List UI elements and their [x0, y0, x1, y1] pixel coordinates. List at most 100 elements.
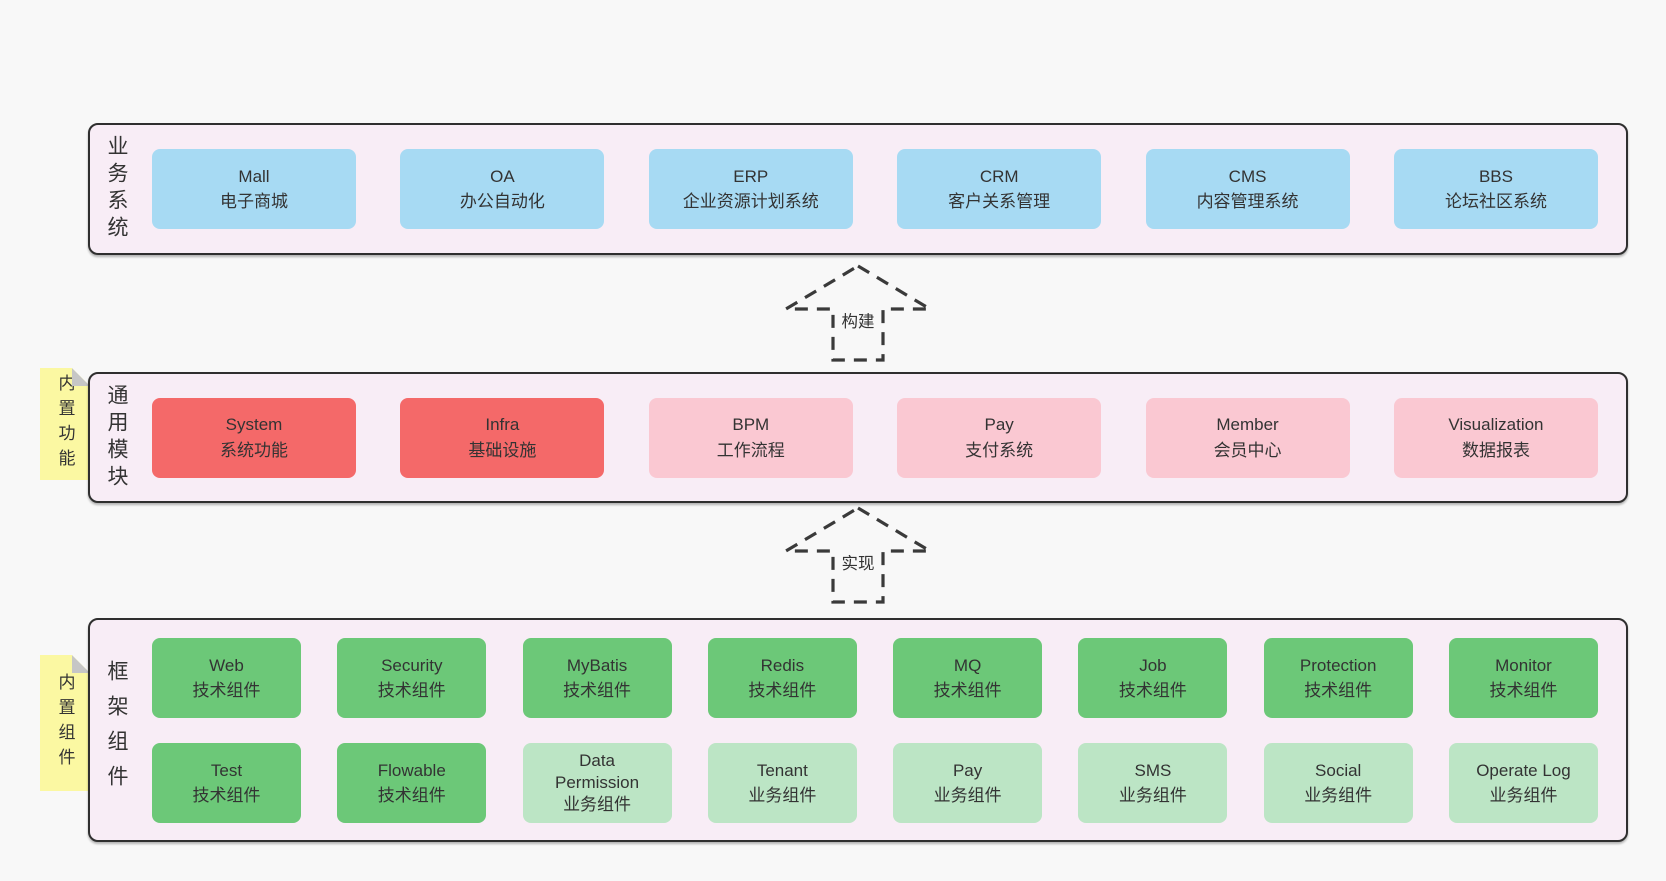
band-modules-label: 通用模块: [105, 383, 128, 492]
box-security: Security 技术组件: [337, 638, 487, 718]
box-title: BBS: [1478, 166, 1513, 186]
box-pay: Pay 支付系统: [897, 397, 1102, 478]
box-title: Visualization: [1448, 415, 1544, 434]
box-mall: Mall 电子商城: [152, 149, 356, 229]
box-bbs: BBS 论坛社区系统: [1393, 149, 1598, 229]
box-subtitle: 业务组件: [1489, 786, 1558, 805]
box-title: CRM: [979, 166, 1019, 186]
box-subtitle: 技术组件: [1118, 681, 1187, 700]
box-subtitle: 技术组件: [563, 681, 632, 700]
box-title: Redis: [760, 655, 805, 675]
box-title: SMS: [1134, 760, 1172, 780]
band-common-modules: 通用模块 System 系统功能 Infra 基础设施 BPM 工作流程 Pay…: [88, 372, 1628, 503]
box-erp: ERP 企业资源计划系统: [648, 149, 853, 229]
box-oa: OA 办公自动化: [400, 149, 605, 229]
sticky-note-built-in-features: 内置功能: [40, 368, 90, 480]
box-tenant: Tenant 业务组件: [707, 743, 857, 823]
box-title: Operate Log: [1476, 760, 1571, 780]
box-subtitle: 支付系统: [965, 440, 1034, 460]
box-title: Tenant: [756, 760, 808, 780]
note-text: 内置组件: [55, 673, 75, 773]
implement-arrow-label: 实现: [837, 550, 879, 574]
box-subtitle: 技术组件: [933, 681, 1002, 700]
box-subtitle: 业务组件: [1304, 786, 1373, 805]
box-web: Web 技术组件: [152, 638, 301, 718]
box-subtitle: 客户关系管理: [948, 192, 1051, 211]
box-subtitle: 技术组件: [192, 786, 261, 805]
sticky-note-built-in-components: 内置组件: [40, 655, 90, 791]
box-title: System: [225, 415, 283, 434]
box-title: Flowable: [377, 760, 446, 780]
box-subtitle: 电子商城: [220, 192, 288, 211]
box-title: Member: [1216, 415, 1279, 434]
framework-boxes-row-2: Test 技术组件 Flowable 技术组件 Data Permission …: [152, 743, 1598, 823]
box-flowable: Flowable 技术组件: [337, 743, 487, 823]
box-subtitle: 业务组件: [933, 786, 1002, 805]
box-subtitle: 数据报表: [1461, 440, 1530, 460]
box-title: OA: [490, 166, 515, 186]
box-title: ERP: [733, 166, 769, 186]
box-subtitle: 技术组件: [1304, 681, 1373, 700]
box-subtitle: 业务组件: [1118, 786, 1187, 805]
box-subtitle: 技术组件: [748, 681, 817, 700]
box-title: Mall: [238, 166, 270, 186]
box-title: Web: [209, 655, 244, 675]
box-member: Member 会员中心: [1145, 397, 1350, 478]
box-subtitle: 内容管理系统: [1196, 192, 1299, 211]
box-title: MyBatis: [566, 655, 628, 675]
box-pay-biz: Pay 业务组件: [893, 743, 1043, 823]
box-cms: CMS 内容管理系统: [1145, 149, 1350, 229]
build-arrow: 构建: [783, 263, 933, 363]
band-business-systems: 业务系统 Mall 电子商城 OA 办公自动化 ERP 企业资源计划系统 CRM…: [88, 123, 1628, 255]
box-subtitle: 业务组件: [748, 786, 817, 805]
box-title: CMS: [1228, 166, 1267, 186]
box-title: MQ: [953, 655, 982, 675]
box-title: Pay: [984, 415, 1014, 434]
box-subtitle: 系统功能: [220, 440, 288, 460]
business-boxes-row: Mall 电子商城 OA 办公自动化 ERP 企业资源计划系统 CRM 客户关系…: [152, 149, 1598, 229]
box-title: Job: [1139, 655, 1167, 675]
build-arrow-label: 构建: [837, 308, 879, 332]
box-title: Pay: [952, 760, 983, 780]
box-test: Test 技术组件: [152, 743, 301, 823]
modules-boxes-row: System 系统功能 Infra 基础设施 BPM 工作流程 Pay 支付系统…: [152, 397, 1598, 478]
box-subtitle: 论坛社区系统: [1444, 192, 1547, 211]
box-title: Data Permission: [555, 750, 640, 792]
box-crm: CRM 客户关系管理: [897, 149, 1102, 229]
box-data-permission: Data Permission 业务组件: [522, 743, 672, 823]
band-business-label: 业务系统: [105, 135, 128, 243]
band-framework-label: 框架组件: [105, 660, 128, 800]
box-subtitle: 会员中心: [1213, 440, 1282, 460]
box-title: Social: [1315, 760, 1362, 780]
implement-arrow: 实现: [783, 505, 933, 605]
note-text: 内置功能: [55, 374, 75, 474]
box-title: Test: [210, 760, 243, 780]
box-title: Security: [381, 655, 443, 675]
box-infra: Infra 基础设施: [400, 397, 605, 478]
up-arrow-icon: [783, 264, 933, 362]
up-arrow-icon: [783, 506, 933, 604]
box-social: Social 业务组件: [1263, 743, 1413, 823]
box-subtitle: 技术组件: [377, 681, 446, 700]
box-redis: Redis 技术组件: [707, 638, 857, 718]
box-title: Infra: [485, 415, 520, 434]
box-subtitle: 技术组件: [192, 681, 261, 700]
box-subtitle: 办公自动化: [459, 192, 545, 211]
box-subtitle: 工作流程: [716, 440, 785, 460]
box-subtitle: 技术组件: [1489, 681, 1558, 700]
box-mq: MQ 技术组件: [893, 638, 1043, 718]
box-operate-log: Operate Log 业务组件: [1448, 743, 1598, 823]
framework-boxes-row-1: Web 技术组件 Security 技术组件 MyBatis 技术组件 Redi…: [152, 638, 1598, 718]
box-title: BPM: [732, 415, 770, 434]
band-framework-components: 框架组件 Web 技术组件 Security 技术组件 MyBatis 技术组件…: [88, 618, 1628, 842]
box-subtitle: 技术组件: [377, 786, 446, 805]
box-subtitle: 企业资源计划系统: [682, 192, 819, 211]
box-visualization: Visualization 数据报表: [1393, 397, 1598, 478]
box-sms: SMS 业务组件: [1078, 743, 1228, 823]
box-protection: Protection 技术组件: [1263, 638, 1413, 718]
box-subtitle: 基础设施: [468, 440, 537, 460]
box-monitor: Monitor 技术组件: [1448, 638, 1598, 718]
box-subtitle: 业务组件: [563, 795, 632, 815]
box-job: Job 技术组件: [1078, 638, 1228, 718]
